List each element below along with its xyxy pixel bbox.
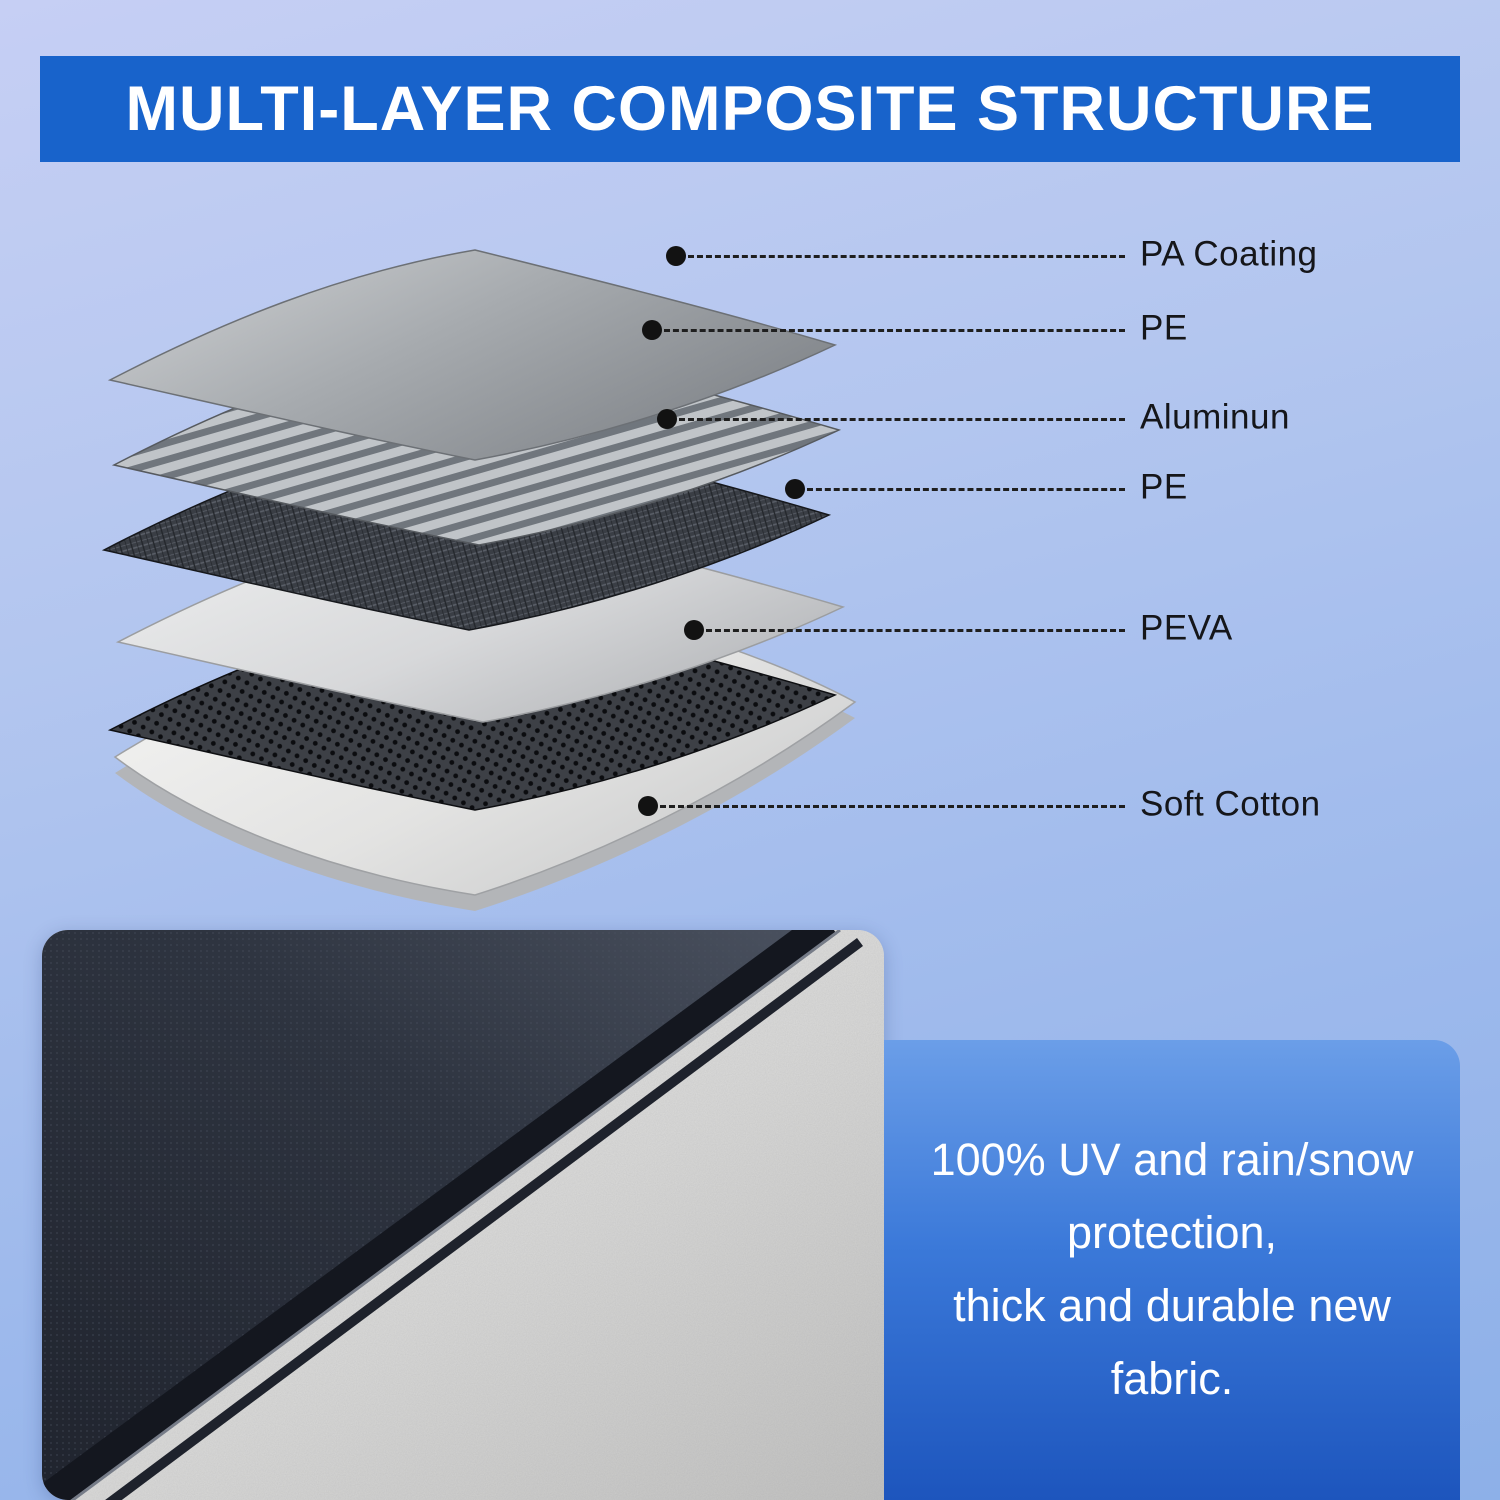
callout-dot-pa-coating — [666, 246, 686, 266]
caption-line-2: protection, — [1066, 1207, 1278, 1259]
callout-line-peva — [706, 629, 1125, 632]
layer-label-pe-lower: PE — [1140, 467, 1188, 507]
layer-label-pa-coating: PA Coating — [1140, 234, 1318, 274]
fabric-closeup-graphic — [42, 930, 884, 1500]
callout-line-pa-coating — [688, 255, 1125, 258]
callout-dot-peva — [684, 620, 704, 640]
layer-label-soft-cotton: Soft Cotton — [1140, 784, 1321, 824]
fabric-hem-band — [42, 930, 837, 1500]
layer-label-aluminum: Aluminun — [1140, 397, 1290, 437]
callout-line-pe-lower — [807, 488, 1125, 491]
callout-dot-pe-lower — [785, 479, 805, 499]
callout-line-soft-cotton — [660, 805, 1125, 808]
callout-line-aluminum — [679, 418, 1125, 421]
caption-line-4: fabric. — [1110, 1352, 1234, 1404]
layer-stack-diagram — [103, 249, 857, 911]
callout-dot-pe-upper — [642, 320, 662, 340]
caption-text: 100% UV and rain/snow protection, thick … — [884, 1124, 1460, 1416]
callout-dot-aluminum — [657, 409, 677, 429]
fabric-hem-ridge — [105, 937, 863, 1500]
callout-line-pe-upper — [664, 329, 1125, 332]
fabric-hem-highlight — [70, 930, 841, 1500]
callout-dot-soft-cotton — [638, 796, 658, 816]
caption-line-3: thick and durable new — [953, 1280, 1391, 1331]
layer-label-pe-upper: PE — [1140, 308, 1188, 348]
fabric-closeup-photo — [42, 930, 884, 1500]
caption-line-1: 100% UV and rain/snow — [930, 1134, 1414, 1186]
page-title: MULTI-LAYER COMPOSITE STRUCTURE — [125, 74, 1375, 144]
layer-label-peva: PEVA — [1140, 608, 1233, 648]
title-banner: MULTI-LAYER COMPOSITE STRUCTURE — [40, 56, 1460, 162]
caption-panel: 100% UV and rain/snow protection, thick … — [884, 1040, 1460, 1500]
